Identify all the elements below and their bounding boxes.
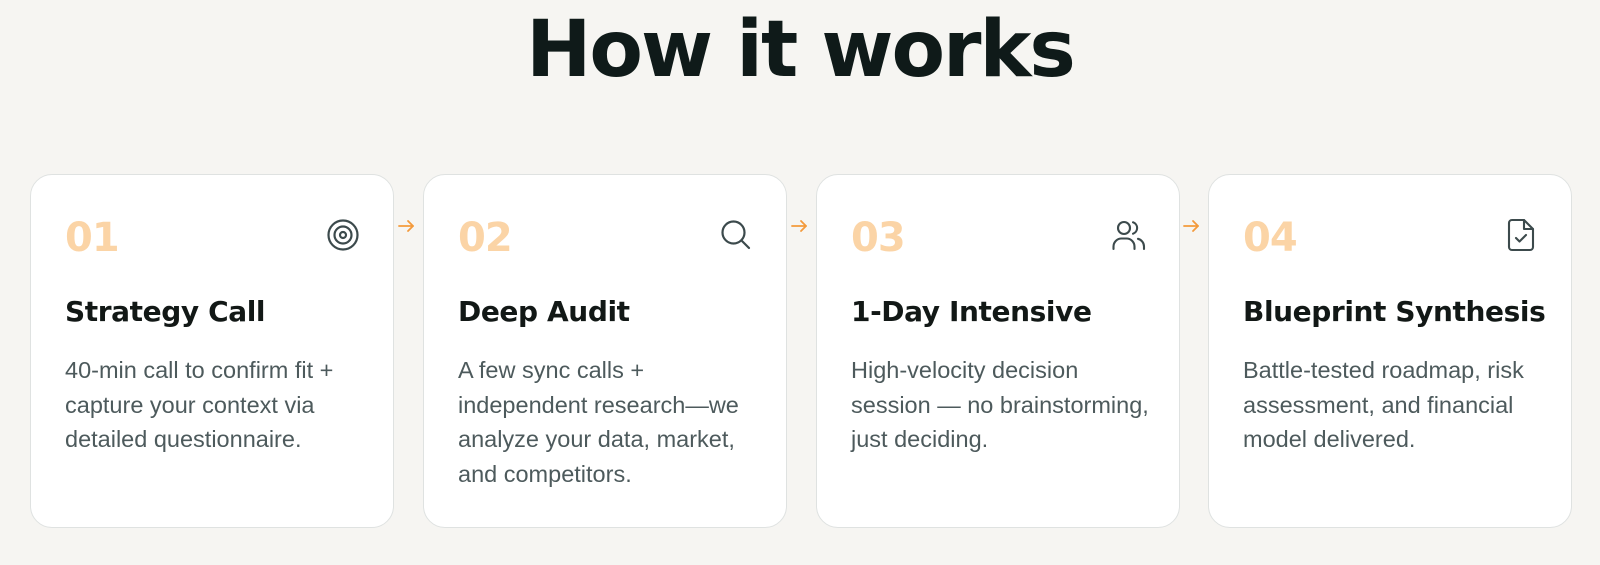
step-number: 02 xyxy=(458,215,513,261)
step-card-1-day-intensive: 03 1-Day Intensive High-velocity decisio… xyxy=(816,174,1180,528)
arrow-right-icon xyxy=(1182,218,1202,234)
target-icon xyxy=(325,217,361,253)
file-check-icon xyxy=(1503,217,1539,253)
step-number: 03 xyxy=(851,215,906,261)
step-title: 1-Day Intensive xyxy=(851,295,1092,328)
arrow-right-icon xyxy=(397,218,417,234)
section-title: How it works xyxy=(526,5,1076,95)
step-title: Deep Audit xyxy=(458,295,630,328)
steps-row: 01 Strategy Call 40-min call to confirm … xyxy=(30,174,1572,528)
step-card-strategy-call: 01 Strategy Call 40-min call to confirm … xyxy=(30,174,394,528)
step-description: High-velocity decision session — no brai… xyxy=(851,357,1149,452)
arrow-right-icon xyxy=(790,218,810,234)
step-description: Battle-tested roadmap, risk assessment, … xyxy=(1243,357,1524,452)
step-card-deep-audit: 02 Deep Audit A few sync calls + indepen… xyxy=(423,174,787,528)
step-description: A few sync calls + independent research—… xyxy=(458,357,739,487)
step-number: 04 xyxy=(1243,215,1298,261)
step-card-blueprint-synthesis: 04 Blueprint Synthesis Battle-tested roa… xyxy=(1208,174,1572,528)
users-icon xyxy=(1111,217,1147,253)
step-title: Strategy Call xyxy=(65,295,266,328)
step-title: Blueprint Synthesis xyxy=(1243,295,1546,328)
step-description: 40-min call to confirm fit + capture you… xyxy=(65,357,334,452)
search-icon xyxy=(718,217,754,253)
step-number: 01 xyxy=(65,215,120,261)
